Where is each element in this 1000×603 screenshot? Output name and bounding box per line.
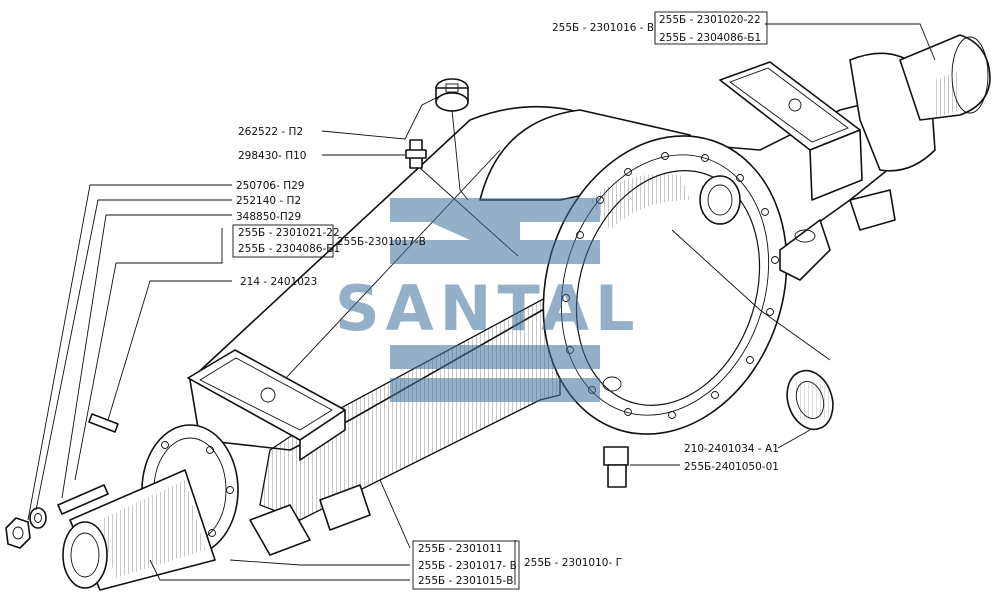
breather-298430 [405, 139, 427, 169]
label-2301017-bottom: 255Б - 2301017- В [418, 560, 517, 572]
left-spring-pad [187, 349, 346, 461]
plug-262522 [435, 78, 469, 112]
right-spring-pad [719, 61, 863, 201]
label-2301020: 255Б - 2301020-22 [659, 14, 761, 26]
label-210: 210-2401034 - А1 [684, 443, 779, 455]
label-2301011: 255Б - 2301011 [418, 543, 502, 555]
label-262522: 262522 - П2 [238, 126, 303, 138]
watermark-text: SANTAL [335, 272, 641, 345]
label-214: 214 - 2401023 [240, 276, 317, 288]
label-2304086-left: 255Б - 2304086-Б1 [238, 243, 340, 255]
label-2301021: 255Б - 2301021-22 [238, 227, 340, 239]
stud-214 [88, 413, 119, 433]
part-labels: 255Б - 2301016 - В 255Б - 2301020-22 255… [236, 14, 779, 587]
label-250706: 250706- П29 [236, 180, 304, 192]
drain-plug-2401050 [603, 446, 629, 488]
left-spindle [62, 424, 239, 591]
label-2304086-top: 255Б - 2304086-Б1 [659, 32, 761, 44]
label-2301016: 255Б - 2301016 - В [552, 22, 654, 34]
left-lug [249, 504, 311, 556]
label-298430: 298430- П10 [238, 150, 306, 162]
label-252140: 252140 - П2 [236, 195, 301, 207]
nut-250706 [5, 517, 31, 549]
leader-lines [27, 13, 936, 585]
bolt-348850 [57, 484, 109, 515]
label-brackets [232, 11, 768, 590]
banjo-flange [542, 135, 788, 435]
right-lug [779, 219, 831, 281]
label-2401050: 255Б-2401050-01 [684, 461, 779, 473]
washer-252140 [29, 507, 47, 529]
watermark-logo [390, 198, 600, 402]
label-348850: 348850-П29 [236, 211, 301, 223]
right-spindle [849, 34, 991, 172]
label-2301015: 255Б - 2301015-В [418, 575, 513, 587]
label-2301010: 255Б - 2301010- Г [524, 557, 622, 569]
label-2301017-side: 255Б-2301017-В [337, 236, 426, 248]
oil-seal-210 [786, 369, 834, 431]
